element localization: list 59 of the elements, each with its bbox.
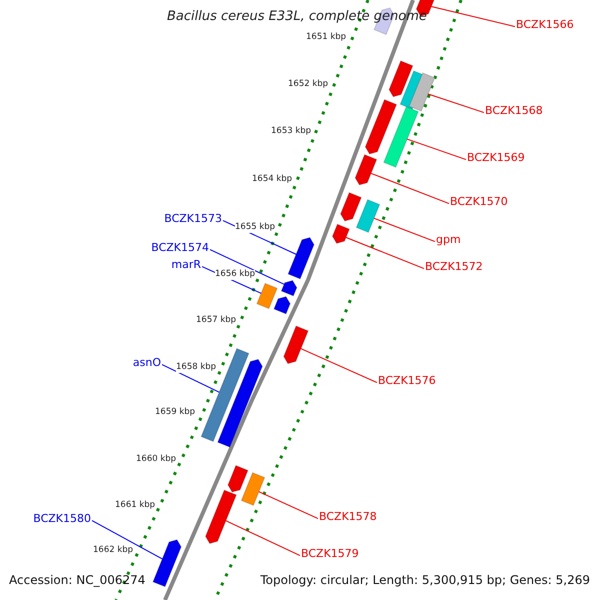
gene-label: BCZK1578	[319, 511, 377, 524]
gene-block	[408, 72, 436, 112]
gene-block	[217, 358, 263, 448]
title: Bacillus cereus E33L, complete genome	[167, 10, 427, 25]
gene-label: BCZK1574	[151, 242, 209, 255]
gene-label: BCZK1573	[164, 213, 222, 226]
gene-label: BCZK1569	[467, 152, 525, 165]
leader-line	[428, 94, 484, 114]
gene-label: BCZK1570	[450, 196, 508, 209]
tick-label: 1659 kbp	[155, 408, 196, 418]
gene-label: BCZK1580	[33, 513, 91, 526]
gene-block	[287, 236, 315, 280]
leader-line	[374, 218, 436, 242]
gene-label: asnO	[132, 357, 161, 370]
leader-line	[92, 520, 163, 560]
leader-line	[300, 348, 378, 384]
leader-line	[162, 364, 220, 393]
tick-label: 1661 kbp	[115, 501, 156, 511]
gene-block	[227, 464, 249, 493]
gene-block	[383, 106, 419, 168]
leader-line	[225, 520, 300, 556]
gene-block	[364, 98, 398, 155]
leader-line	[210, 249, 285, 285]
tick-label: 1654 kbp	[252, 175, 292, 185]
genome-info-text: Topology: circular; Length: 5,300,915 bp; Genes: 5,269	[260, 574, 590, 588]
gene-block	[354, 154, 378, 186]
leader-line	[370, 172, 450, 204]
gene-label: BCZK1568	[485, 105, 543, 118]
tick-label: 1651 kbp	[306, 33, 346, 43]
gene-label: gpm	[436, 234, 461, 247]
tick-label: 1655 kbp	[235, 223, 276, 233]
gene-block	[340, 192, 362, 222]
gene-block	[204, 489, 237, 544]
leader-line	[430, 6, 516, 28]
tick-label: 1658 kbp	[176, 363, 216, 373]
gene-label: marR	[171, 259, 201, 272]
tick-label: 1662 kbp	[93, 546, 134, 556]
gene-block	[280, 280, 298, 297]
leader-line	[406, 138, 466, 160]
gene-block	[152, 539, 182, 588]
gene-block	[332, 224, 350, 244]
leader-line	[345, 236, 424, 270]
gene-label: BCZK1572	[425, 261, 483, 274]
gene-block	[240, 472, 266, 506]
gene-block	[200, 348, 250, 442]
gene-label: BCZK1579	[301, 548, 359, 561]
gene-block	[256, 282, 278, 310]
gene-label: BCZK1566	[516, 19, 574, 32]
leader-line	[258, 491, 318, 520]
tick-label: 1653 kbp	[271, 127, 312, 137]
tick-label: 1660 kbp	[136, 455, 176, 465]
tick-label: 1652 kbp	[288, 80, 328, 90]
gene-label: BCZK1576	[378, 375, 436, 388]
tick-label: 1656 kbp	[215, 270, 256, 280]
gene-block	[356, 199, 380, 233]
gene-block	[283, 325, 309, 364]
tick-label: 1657 kbp	[196, 316, 236, 326]
gene-block	[273, 296, 291, 314]
gene-block	[388, 60, 414, 98]
